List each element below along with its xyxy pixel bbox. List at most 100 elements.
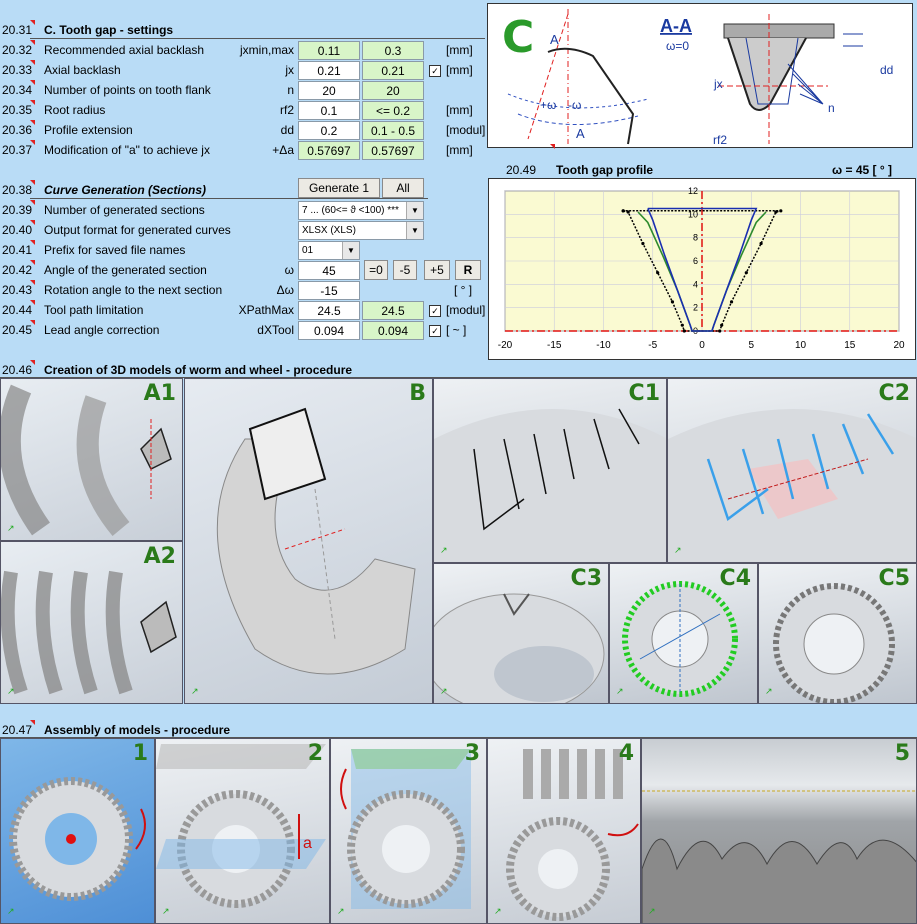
y-tick-label: 2 — [693, 303, 698, 313]
setting-value[interactable]: 0.21 — [298, 61, 360, 80]
angle-r-button[interactable]: R — [455, 260, 481, 280]
rotation-row: 20.43 Rotation angle to the next section… — [0, 280, 480, 300]
axes-icon: ↗ — [648, 906, 656, 916]
generate-1-button[interactable]: Generate 1 — [298, 178, 380, 198]
series-point — [718, 329, 722, 333]
panel-c4-label: C4 — [719, 566, 751, 591]
assembly-title: Assembly of models - procedure — [44, 723, 231, 737]
panel-b: B ↗ — [184, 378, 433, 704]
panel-c1-label: C1 — [628, 381, 660, 406]
panel-c5-label: C5 — [878, 566, 910, 591]
row-number: 20.37 — [2, 143, 33, 157]
y-tick-label: 10 — [688, 209, 698, 219]
row-number: 20.33 — [2, 63, 33, 77]
setting-value[interactable]: 20 — [298, 81, 360, 100]
panel-c2-label: C2 — [878, 381, 910, 406]
chevron-down-icon[interactable]: ▼ — [406, 222, 423, 239]
row-number: 20.32 — [2, 43, 33, 57]
header-underline — [30, 38, 485, 39]
comment-flag — [30, 140, 35, 145]
row-number: 20.35 — [2, 103, 33, 117]
setting-recommended: 0.21 — [362, 61, 424, 80]
svg-text:A: A — [550, 32, 559, 47]
chevron-down-icon[interactable]: ▼ — [406, 202, 423, 219]
assembly-header: 20.47 Assembly of models - procedure — [0, 720, 917, 740]
series-point — [729, 300, 734, 304]
svg-text:jx: jx — [713, 77, 723, 91]
chart-header: 20.49 Tooth gap profile ω = 45 [ ° ] — [506, 144, 906, 180]
axes-icon: ↗ — [162, 906, 170, 916]
lead-checkbox[interactable]: ✓ — [429, 325, 441, 337]
angle-reset-button[interactable]: =0 — [364, 260, 388, 280]
setting-recommended: 20 — [362, 81, 424, 100]
setting-label: Profile extension — [44, 123, 133, 137]
axes-icon: ↗ — [765, 686, 773, 696]
x-tick-label: -15 — [547, 340, 562, 351]
panel-b-label: B — [409, 381, 426, 406]
setting-checkbox[interactable]: ✓ — [429, 65, 441, 77]
series-point — [641, 241, 645, 246]
angle-plus5-button[interactable]: +5 — [424, 260, 450, 280]
row-number: 20.34 — [2, 83, 33, 97]
setting-row: 20.37 Modification of "a" to achieve jx … — [0, 140, 480, 160]
setting-row: 20.33 Axial backlash jx [mm] — [0, 60, 480, 80]
toolpath-input[interactable]: 24.5 — [298, 301, 360, 320]
axes-icon: ↗ — [440, 686, 448, 696]
x-tick-label: -20 — [498, 340, 513, 351]
setting-recommended: <= 0.2 — [362, 101, 424, 120]
tooth-gap-diagram: C A A +ω -ω A-A ω=0 n jx rf2 dd — [487, 3, 913, 148]
panel-a2: A2 ↗ — [0, 541, 183, 704]
setting-unit: [mm] — [446, 63, 473, 77]
y-tick-label: 6 — [693, 256, 698, 266]
series-point — [774, 210, 778, 214]
angle-input[interactable]: 45 — [298, 261, 360, 280]
setting-value[interactable]: 0.57697 — [298, 141, 360, 160]
lead-input[interactable]: 0.094 — [298, 321, 360, 340]
generate-all-button[interactable]: All — [382, 178, 424, 198]
axes-icon: ↗ — [337, 906, 345, 916]
comment-flag — [30, 20, 35, 25]
chevron-down-icon[interactable]: ▼ — [342, 242, 359, 259]
setting-unit: [modul] — [446, 123, 486, 137]
angle-minus5-button[interactable]: -5 — [393, 260, 417, 280]
x-tick-label: 20 — [893, 340, 905, 351]
angle-row: 20.42 Angle of the generated section ω — [0, 260, 480, 280]
rotation-input[interactable]: -15 — [298, 281, 360, 300]
setting-label: Number of points on tooth flank — [44, 83, 211, 97]
curve-option-select[interactable]: 7 ... (60<= ϑ <100) *** ▼ — [298, 201, 424, 220]
toolpath-checkbox[interactable]: ✓ — [429, 305, 441, 317]
x-tick-label: 10 — [795, 340, 807, 351]
toolpath-row: 20.44 Tool path limitation XPathMax [mod… — [0, 300, 490, 320]
row-number: 20.36 — [2, 123, 33, 137]
comment-flag — [30, 60, 35, 65]
step-3-label: 3 — [464, 741, 480, 766]
diagram-letter: C — [502, 12, 534, 63]
curve-option-select[interactable]: XLSX (XLS) ▼ — [298, 221, 424, 240]
setting-label: Axial backlash — [44, 63, 121, 77]
y-tick-label: 8 — [693, 233, 698, 243]
series-point — [682, 329, 686, 333]
curve-option-select[interactable]: 01 ▼ — [298, 241, 360, 260]
step-4-label: 4 — [618, 741, 634, 766]
curve-option-row: 20.39 Number of generated sections — [0, 200, 300, 220]
setting-symbol: n — [287, 83, 294, 97]
panel-c1: C1 ↗ — [433, 378, 667, 563]
setting-recommended: 0.3 — [362, 41, 424, 60]
panel-step-3: 3 ↗ — [330, 738, 487, 924]
comment-flag — [30, 80, 35, 85]
x-tick-label: -10 — [596, 340, 611, 351]
setting-value[interactable]: 0.1 — [298, 101, 360, 120]
curve-gen-header: 20.38 Curve Generation (Sections) — [0, 180, 480, 200]
setting-symbol: dd — [280, 123, 294, 137]
setting-symbol: rf2 — [279, 103, 294, 117]
x-tick-label: 5 — [748, 340, 754, 351]
setting-value[interactable]: 0.11 — [298, 41, 360, 60]
setting-value[interactable]: 0.2 — [298, 121, 360, 140]
y-tick-label: 4 — [693, 279, 698, 289]
curve-option-row: 20.40 Output format for generated curves — [0, 220, 300, 240]
toolpath-value: 24.5 — [362, 301, 424, 320]
procedure-3d-header: 20.46 Creation of 3D models of worm and … — [0, 360, 917, 380]
setting-unit: [mm] — [446, 103, 473, 117]
axes-icon: ↗ — [674, 545, 682, 555]
